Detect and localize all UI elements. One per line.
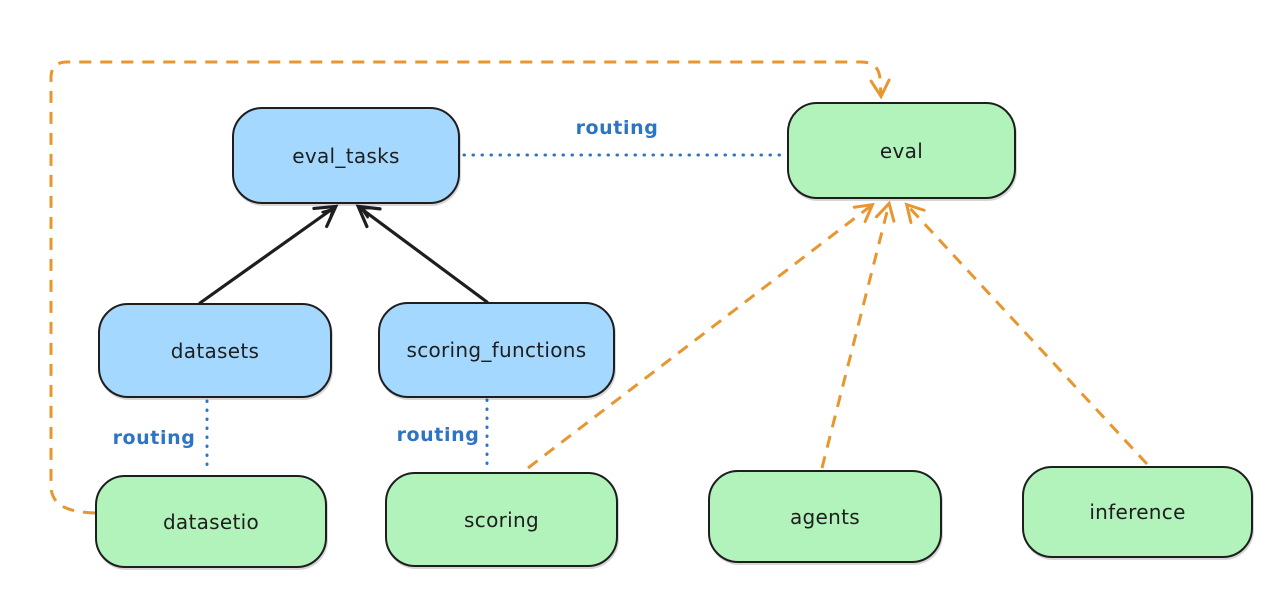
node-eval: eval — [787, 102, 1016, 199]
edge-scoring-to-eval — [527, 202, 875, 470]
edge-label-routing-left: routing — [112, 427, 196, 449]
edge-inference-to-eval — [904, 202, 1149, 466]
edge-label-routing-mid: routing — [396, 424, 480, 446]
edge-datasets-to-eval_tasks — [198, 204, 339, 305]
node-scoring_functions: scoring_functions — [378, 302, 615, 398]
node-datasets: datasets — [98, 303, 332, 398]
node-inference: inference — [1022, 466, 1253, 558]
edge-label-routing-top: routing — [575, 117, 659, 139]
node-agents: agents — [708, 470, 942, 563]
node-scoring: scoring — [385, 472, 618, 567]
edge-scoring_functions-to-eval_tasks — [355, 204, 489, 304]
node-eval_tasks: eval_tasks — [232, 107, 460, 204]
edge-agents-to-eval — [820, 200, 896, 469]
node-datasetio: datasetio — [95, 475, 327, 568]
